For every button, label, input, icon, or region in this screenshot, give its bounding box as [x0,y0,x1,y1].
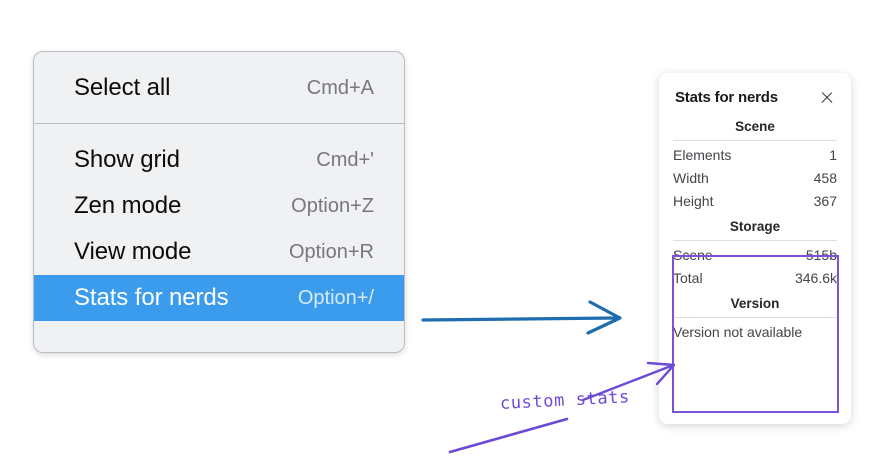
menu-bottom-padding [34,321,404,338]
menu-item-zen-mode[interactable]: Zen mode Option+Z [34,183,404,229]
section-heading-scene: Scene [735,119,775,134]
menu-item-view-mode[interactable]: View mode Option+R [34,229,404,275]
context-menu[interactable]: Select all Cmd+A Show grid Cmd+' Zen mod… [33,51,405,353]
stat-row-storage-scene: Scene 515b [673,243,837,266]
stats-panel-title: Stats for nerds [675,89,778,106]
menu-group-2: Show grid Cmd+' Zen mode Option+Z View m… [34,124,404,321]
menu-item-shortcut: Option+Z [291,194,374,217]
menu-item-stats-for-nerds[interactable]: Stats for nerds Option+/ [34,275,404,321]
custom-stats-annotation-label: custom stats [499,387,631,414]
annotation-underline-stroke [448,417,569,454]
stat-row-height: Height 367 [673,189,837,212]
close-icon[interactable] [819,90,835,106]
stat-value: 458 [813,169,837,186]
menu-item-label: View mode [74,238,192,265]
stat-value: 367 [813,192,837,209]
stat-row-storage-total: Total 346.6k [673,266,837,289]
section-rule [673,317,837,319]
menu-item-label: Stats for nerds [74,284,229,311]
stat-key: Height [673,192,714,209]
stat-value: 346.6k [794,269,837,286]
stat-key: Elements [673,146,732,163]
menu-item-label: Select all [74,74,171,101]
version-value: Version not available [673,324,803,341]
menu-item-shortcut: Cmd+A [306,76,374,99]
stat-value: 1 [829,146,837,163]
stats-panel-header: Stats for nerds [659,73,851,112]
stat-value: 515b [805,246,837,263]
section-heading-storage: Storage [729,219,781,235]
stat-key: Total [673,269,703,286]
stats-panel-body: Scene Elements 1 Width 458 Height 367 St… [659,112,851,344]
menu-item-label: Show grid [74,146,180,173]
blue-arrow-annotation [421,300,622,335]
stat-row-elements: Elements 1 [673,143,837,166]
section-rule [673,240,837,242]
section-heading-version: Version [730,296,780,312]
menu-item-shortcut: Cmd+' [316,148,374,171]
section-rule [673,140,837,141]
menu-item-show-grid[interactable]: Show grid Cmd+' [34,137,404,183]
menu-item-select-all[interactable]: Select all Cmd+A [34,65,404,111]
menu-item-shortcut: Option+R [288,240,374,263]
menu-divider [34,123,404,124]
menu-group-1: Select all Cmd+A [34,52,404,123]
menu-item-shortcut: Option+/ [297,286,374,309]
menu-item-label: Zen mode [74,192,182,219]
stat-key: Width [673,169,709,186]
stat-key: Scene [673,246,713,263]
annotation-arrow-to-highlight [581,361,676,402]
stat-row-width: Width 458 [673,166,837,189]
stats-for-nerds-panel[interactable]: Stats for nerds Scene Elements 1 Width 4… [659,73,851,424]
